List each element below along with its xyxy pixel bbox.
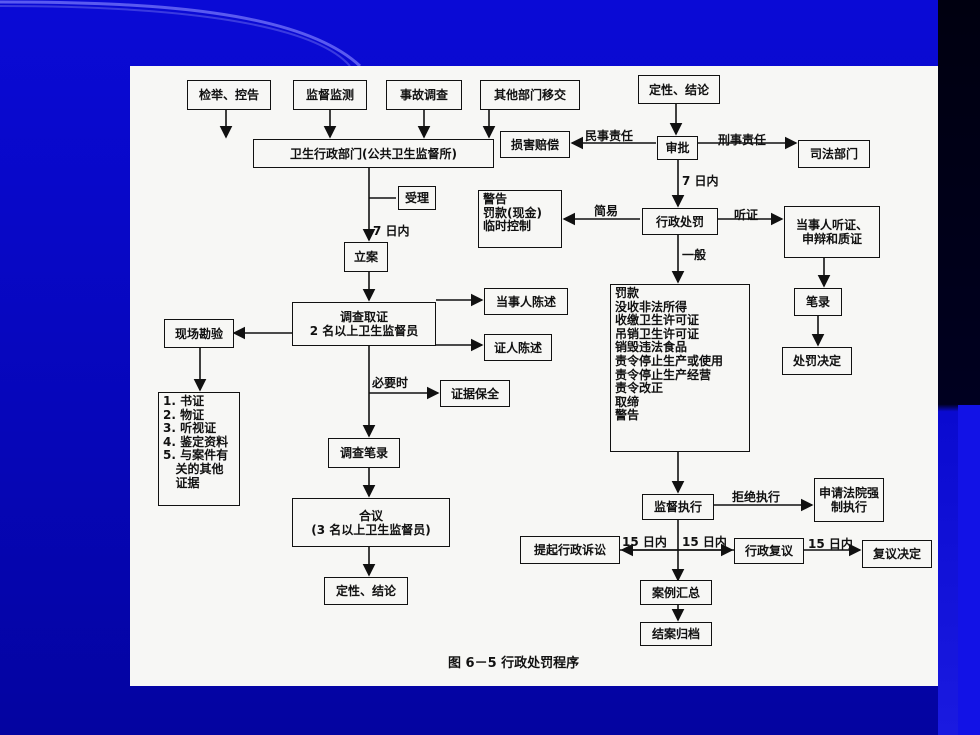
site-box: 现场勘验 — [164, 319, 234, 348]
admin-review-box: 行政复议 — [734, 538, 804, 564]
simple-item: 罚款(现金) — [483, 205, 542, 220]
discuss-line1: 合议 — [358, 508, 383, 523]
general-item: 吊销卫生许可证 — [615, 326, 700, 341]
days15-label-a: 15 日内 — [622, 535, 667, 549]
right-blue-bar — [958, 405, 980, 735]
court-text: 申请法院强制执行 — [818, 486, 879, 514]
general-list-box: 罚款 没收非法所得 收缴卫生许可证 吊销卫生许可证 销毁违法食品 责令停止生产或… — [610, 284, 750, 452]
dept-box: 卫生行政部门(公共卫生监督所) — [253, 139, 494, 168]
evidence-item: 2. 物证 — [163, 407, 205, 422]
summary-box: 案例汇总 — [640, 580, 712, 605]
file-case-box: 立案 — [344, 242, 388, 272]
transfer-box: 其他部门移交 — [480, 80, 580, 110]
general-label: 一般 — [682, 248, 707, 262]
party-statement-box: 当事人陈述 — [484, 288, 568, 315]
figure-caption: 图 6－5 行政处罚程序 — [448, 656, 580, 671]
civil-label: 民事责任 — [585, 129, 634, 143]
general-item: 没收非法所得 — [615, 299, 688, 314]
evidence-item: 3. 听视证 — [163, 421, 217, 436]
diagram-page — [130, 66, 938, 686]
days15-label-b: 15 日内 — [682, 535, 727, 549]
simple-label: 简易 — [594, 204, 619, 218]
evidence-item: 证据 — [163, 475, 200, 490]
general-item: 责令改正 — [615, 381, 664, 396]
within7-left-label: 7 日内 — [373, 224, 410, 238]
review-box: 审批 — [657, 136, 698, 160]
simple-item: 临时控制 — [483, 219, 532, 234]
hearing-box: 当事人听证、申辩和质证 — [784, 206, 880, 258]
preserve-box: 证据保全 — [440, 380, 510, 407]
criminal-label: 刑事责任 — [718, 133, 767, 147]
evidence-item: 关的其他 — [163, 461, 224, 476]
witness-statement-box: 证人陈述 — [484, 334, 552, 361]
investigate-line1: 调查取证 — [339, 310, 388, 324]
evidence-item: 1. 书证 — [163, 394, 205, 408]
penalty-box: 行政处罚 — [642, 208, 718, 235]
evidence-list-box: 1. 书证 2. 物证 3. 听视证 4. 鉴定资料 5. 与案件有 关的其他 … — [158, 392, 240, 506]
evidence-item: 5. 与案件有 — [163, 448, 229, 463]
notes-box: 笔录 — [794, 288, 842, 316]
evidence-item: 4. 鉴定资料 — [163, 434, 229, 449]
simple-list-box: 警告 罚款(现金) 临时控制 — [478, 190, 562, 248]
general-item: 罚款 — [615, 286, 640, 300]
background-swoosh — [0, 0, 362, 68]
general-item: 取缔 — [615, 394, 640, 409]
discuss-line2: (3 名以上卫生监督员) — [311, 522, 431, 537]
supervise-box: 监督执行 — [642, 494, 714, 520]
hearing-text: 当事人听证、申辩和质证 — [795, 218, 868, 246]
investigate-box: 调查取证 2 名以上卫生监督员 — [292, 302, 436, 346]
record-box: 调查笔录 — [328, 438, 400, 468]
general-item: 责令停止生产或使用 — [615, 353, 724, 368]
monitor-box: 监督监测 — [293, 80, 367, 110]
hearing-label: 听证 — [734, 208, 759, 222]
conclude-left-box: 定性、结论 — [324, 577, 408, 605]
accept-box: 受理 — [398, 186, 436, 210]
refuse-label: 拒绝执行 — [732, 490, 781, 504]
report-box: 检举、控告 — [187, 80, 271, 110]
lawsuit-box: 提起行政诉讼 — [520, 536, 620, 564]
general-item: 销毁违法食品 — [615, 340, 688, 355]
judicial-box: 司法部门 — [798, 140, 870, 168]
archive-box: 结案归档 — [640, 622, 712, 646]
when-needed-label: 必要时 — [372, 376, 409, 390]
investigate-line2: 2 名以上卫生监督员 — [309, 324, 419, 338]
compensation-box: 损害赔偿 — [500, 131, 570, 158]
simple-item: 警告 — [483, 192, 508, 206]
days15-label-c: 15 日内 — [808, 537, 853, 551]
court-box: 申请法院强制执行 — [814, 478, 884, 522]
within7-top-label: 7 日内 — [682, 174, 719, 188]
general-item: 收缴卫生许可证 — [615, 313, 700, 328]
conclude-top-box: 定性、结论 — [638, 75, 720, 104]
decision-box: 处罚决定 — [782, 347, 852, 375]
general-item: 责令停止生产经营 — [615, 367, 712, 382]
review-decision-box: 复议决定 — [862, 540, 932, 568]
discuss-box: 合议 (3 名以上卫生监督员) — [292, 498, 450, 547]
general-item: 警告 — [615, 408, 640, 423]
accident-box: 事故调查 — [386, 80, 462, 110]
